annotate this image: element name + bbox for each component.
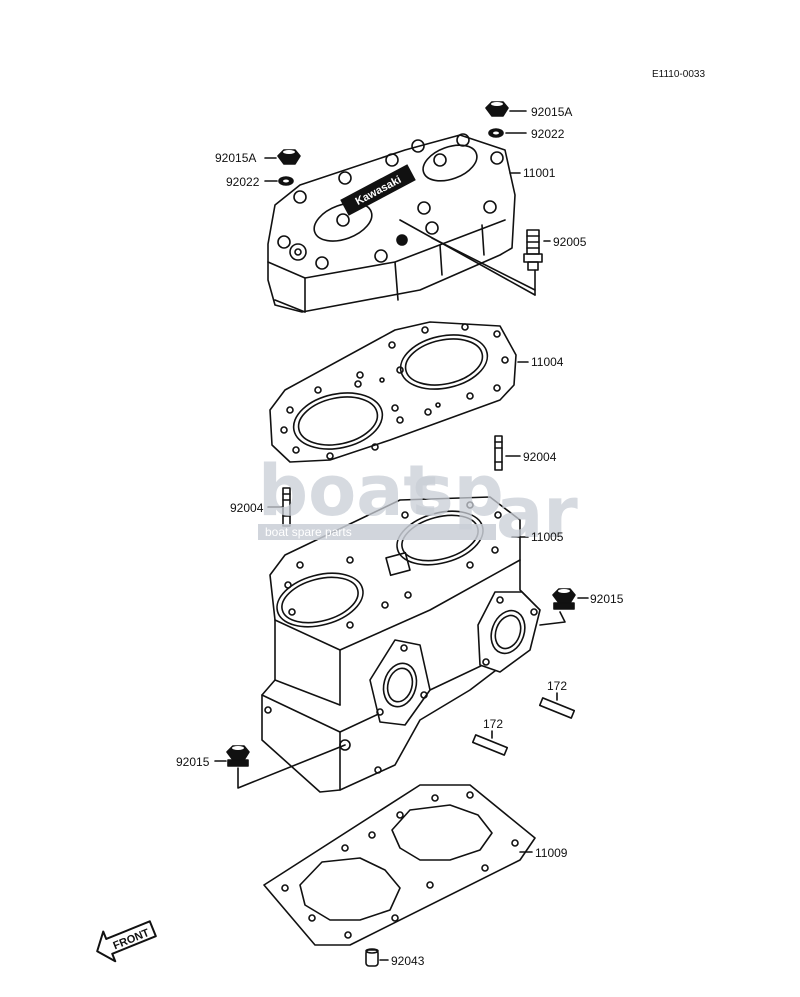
watermark-suffix: ar xyxy=(496,472,578,554)
fitting-92005 xyxy=(523,229,543,271)
washer-92022-left xyxy=(278,176,294,186)
label-92022-left: 92022 xyxy=(226,175,260,189)
head-gasket xyxy=(269,321,517,463)
pin-92043 xyxy=(365,948,379,967)
watermark-word1: boat xyxy=(258,450,437,532)
label-92004-left: 92004 xyxy=(230,501,264,515)
watermark-tagline: boat spare parts xyxy=(265,525,352,539)
label-11004: 11004 xyxy=(531,355,564,369)
exhaust-flange-left xyxy=(369,639,431,726)
label-92004-right: 92004 xyxy=(523,450,557,464)
label-92022-right: 92022 xyxy=(531,127,565,141)
label-92005: 92005 xyxy=(553,235,587,249)
watermark-word2: sp xyxy=(412,450,504,532)
stud-172-lower xyxy=(471,734,509,756)
label-11001: 11001 xyxy=(523,166,556,180)
diagram-reference-code: E1110-0033 xyxy=(652,69,705,80)
cylinder-block xyxy=(261,496,541,793)
label-92015a-left: 92015A xyxy=(215,151,256,165)
nut-92015-left xyxy=(226,745,250,767)
cylinder-bolt-holes xyxy=(264,501,502,774)
nut-92015a-right xyxy=(485,101,509,117)
label-92015-left: 92015 xyxy=(176,755,210,769)
label-172-upper: 172 xyxy=(547,679,567,693)
exhaust-flange-right xyxy=(477,591,541,673)
label-11005: 11005 xyxy=(531,530,564,544)
label-11009: 11009 xyxy=(535,846,568,860)
stud-92004-right xyxy=(494,435,503,471)
nut-92015a-left xyxy=(277,149,301,165)
front-arrow-icon: FRONT xyxy=(96,920,157,963)
stud-172-upper xyxy=(538,697,576,719)
gasket-bolt-holes xyxy=(280,323,509,460)
watermark: boat sp ar boat spare parts xyxy=(258,450,578,554)
cylinder-head: Kawasaki xyxy=(267,133,516,313)
base-gasket xyxy=(263,784,536,946)
label-92015-right: 92015 xyxy=(590,592,624,606)
washer-92022-right xyxy=(488,128,504,138)
callout-labels: 92015A 92022 92015A 92022 11001 92005 11… xyxy=(176,105,624,968)
label-172-lower: 172 xyxy=(483,717,503,731)
nut-92015-right xyxy=(552,588,576,610)
label-92015a-right: 92015A xyxy=(531,105,572,119)
label-92043: 92043 xyxy=(391,954,425,968)
head-bolt-bosses xyxy=(277,133,504,270)
base-gasket-bolt-holes xyxy=(281,791,519,939)
